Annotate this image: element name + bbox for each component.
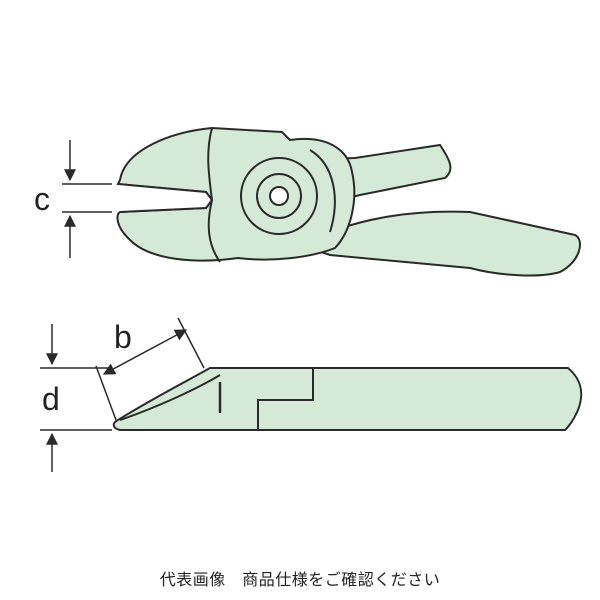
pivot-center — [269, 186, 289, 206]
side-view — [116, 126, 581, 277]
handle-joint — [309, 149, 336, 233]
blade-body — [112, 367, 583, 431]
tool-diagram: c b d — [34, 126, 583, 472]
jaw-line-upper — [207, 127, 213, 201]
blade-step — [257, 368, 314, 430]
label-d: d — [42, 381, 60, 417]
label-b: b — [114, 319, 132, 355]
label-c: c — [34, 181, 50, 217]
top-view — [112, 367, 583, 431]
dimension-b: b — [95, 317, 205, 421]
b-arrow — [102, 329, 188, 375]
caption: 代表画像 商品仕様をご確認ください — [159, 570, 441, 589]
dimension-d: d — [40, 324, 112, 472]
blade-bevel — [119, 374, 221, 421]
lower-handle — [297, 210, 581, 277]
jaw-line-lower — [207, 199, 221, 263]
dimension-c: c — [34, 140, 112, 258]
